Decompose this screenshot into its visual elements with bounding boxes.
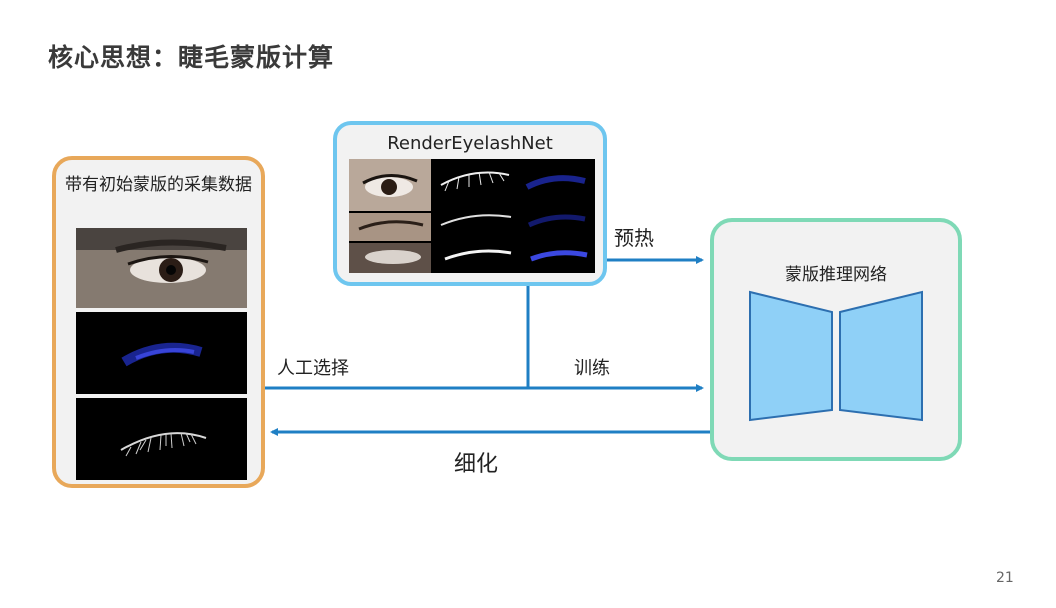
encoder-decoder-icon <box>749 290 923 422</box>
capture-data-label: 带有初始蒙版的采集数据 <box>65 175 252 195</box>
encoder-trapezoid <box>749 290 833 422</box>
decoder-trapezoid <box>839 290 923 422</box>
render-eyelash-net-node: RenderEyelashNet <box>333 121 607 286</box>
mask-inference-network-label: 蒙版推理网络 <box>785 265 887 285</box>
initial-mask-blue-image <box>76 312 247 394</box>
slide-title: 核心思想：睫毛蒙版计算 <box>48 43 335 72</box>
edge-label-manual-select: 人工选择 <box>277 358 349 379</box>
edge-label-refine: 细化 <box>454 452 499 477</box>
capture-data-node: 带有初始蒙版的采集数据 <box>52 156 265 488</box>
render-eyelash-net-label: RenderEyelashNet <box>387 133 553 154</box>
mask-inference-network-node: 蒙版推理网络 <box>710 218 962 461</box>
eye-photo-image <box>76 228 247 308</box>
edge-label-warmup: 预热 <box>614 226 654 250</box>
eyelash-matte-image <box>76 398 247 480</box>
render-samples-image <box>349 159 595 273</box>
edge-label-train: 训练 <box>574 358 610 379</box>
page-number: 21 <box>996 570 1014 586</box>
